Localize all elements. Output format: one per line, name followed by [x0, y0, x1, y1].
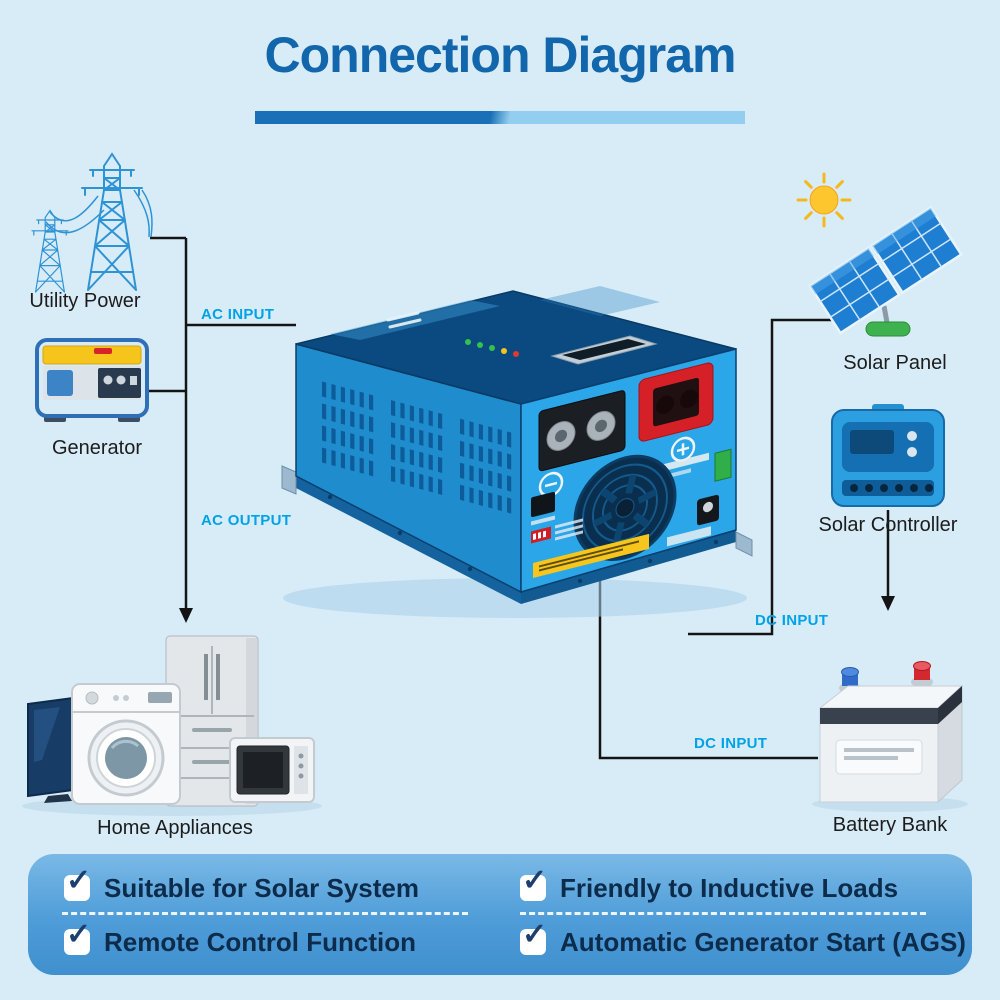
solar-panel-to-inverter-line — [688, 318, 838, 636]
panel-base — [865, 321, 911, 337]
feature-label: Suitable for Solar System — [104, 872, 419, 903]
checkbox-icon: ✓ — [64, 920, 91, 955]
green-connector — [714, 448, 732, 482]
caution-label — [533, 533, 649, 578]
solar-panel-illustration — [808, 205, 963, 337]
checkmark-icon: ✓ — [66, 864, 92, 897]
dip-switches — [531, 518, 583, 544]
controller-arrowhead — [881, 596, 895, 611]
battery-positive-terminal — [913, 661, 931, 680]
title-underline-bar — [255, 111, 745, 124]
home-appliances-label: Home Appliances — [97, 817, 253, 839]
sun-icon — [796, 172, 852, 228]
dc-input-battery-label: DC INPUT — [694, 735, 768, 752]
front-panel-details — [531, 362, 732, 578]
page-title: Connection Diagram — [264, 27, 737, 83]
battery-bank-label: Battery Bank — [832, 814, 948, 836]
battery-negative-terminal — [841, 667, 859, 686]
utility-power-illustration — [31, 153, 153, 293]
feature-divider-right — [520, 912, 926, 915]
checkmark-icon: ✓ — [522, 918, 548, 951]
feature-label: Remote Control Function — [104, 926, 416, 957]
ac-output-label: AC OUTPUT — [201, 512, 292, 529]
feature-label: Friendly to Inductive Loads — [560, 872, 899, 903]
connection-lines — [146, 236, 890, 760]
feature-item-inductive-loads: ✓ Friendly to Inductive Loads — [520, 866, 898, 910]
solar-controller-label: Solar Controller — [818, 514, 958, 536]
feature-item-ags: ✓ Automatic Generator Start (AGS) — [520, 920, 966, 964]
home-appliances-illustration — [27, 635, 315, 807]
checkbox-icon: ✓ — [520, 866, 547, 901]
display-panel — [550, 335, 658, 365]
feature-item-remote-control: ✓ Remote Control Function — [64, 920, 416, 964]
battery-bank-illustration — [818, 661, 964, 804]
power-wires — [45, 189, 153, 238]
inverter-illustration — [281, 286, 753, 604]
checkmark-icon: ✓ — [522, 864, 548, 897]
generator-label: Generator — [51, 437, 143, 459]
inverter-to-battery-line — [598, 575, 818, 760]
solar-controller-illustration — [831, 404, 945, 507]
generator-illustration — [35, 338, 149, 422]
led-indicators — [465, 339, 519, 357]
feature-label: Automatic Generator Start (AGS) — [560, 926, 966, 957]
ac-output-arrowhead — [179, 608, 193, 623]
feature-item-solar-system: ✓ Suitable for Solar System — [64, 866, 419, 910]
washing-machine-illustration — [71, 683, 181, 805]
features-panel: ✓ Suitable for Solar System ✓ Friendly t… — [28, 854, 972, 975]
remote-port — [531, 491, 555, 518]
checkmark-icon: ✓ — [66, 918, 92, 951]
dc-input-solar-label: DC INPUT — [755, 612, 829, 629]
negative-terminal-block — [538, 390, 626, 472]
skirt-screws — [327, 494, 719, 584]
checkbox-icon: ✓ — [520, 920, 547, 955]
inverter-logo-mark — [386, 311, 422, 329]
solar-panel-label: Solar Panel — [843, 352, 947, 374]
utility-power-label: Utility Power — [29, 290, 141, 312]
ac-input-label: AC INPUT — [201, 306, 275, 323]
microwave-illustration — [229, 737, 315, 803]
feature-divider-left — [62, 912, 468, 915]
checkbox-icon: ✓ — [64, 866, 91, 901]
